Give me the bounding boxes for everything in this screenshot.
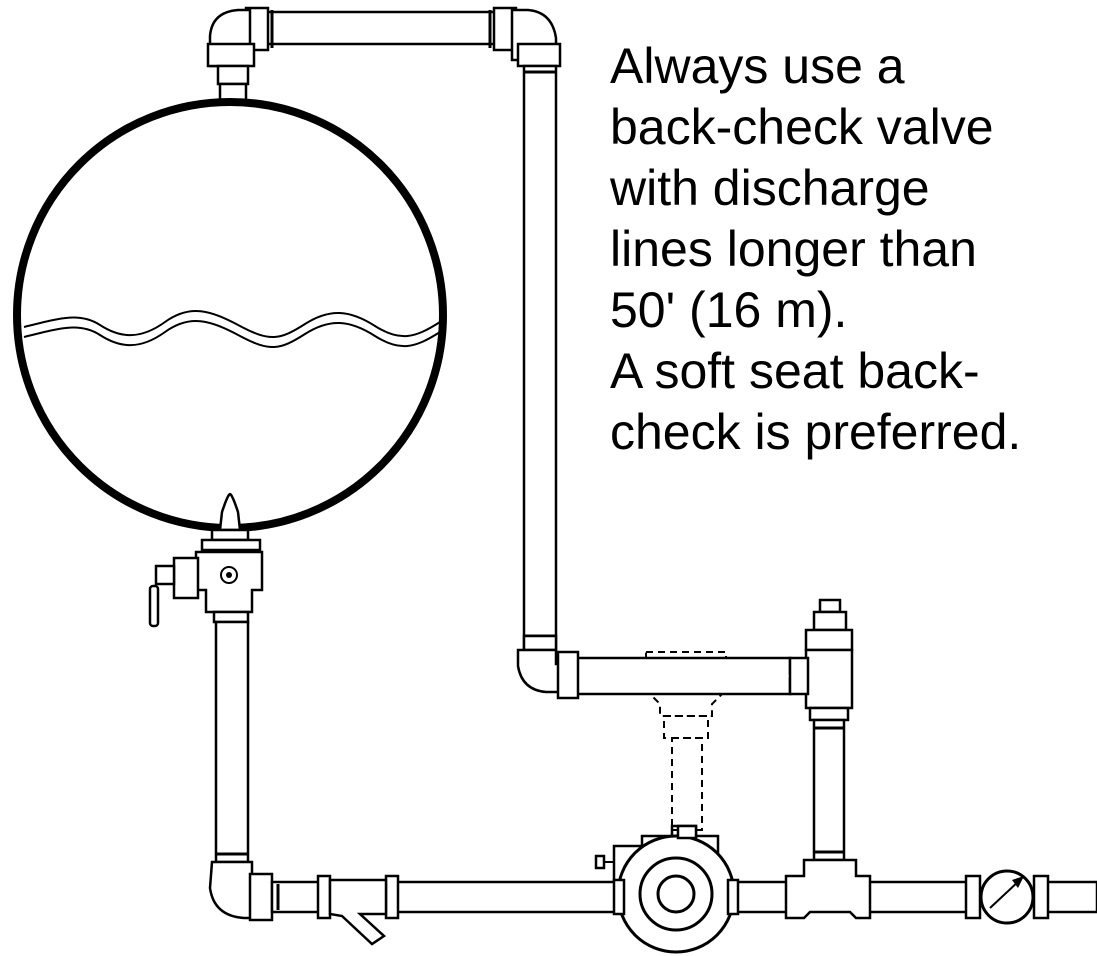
note-line-1: Always use a	[610, 38, 905, 94]
note-line-6: A soft seat back-	[610, 343, 980, 399]
water-level	[23, 310, 441, 339]
tank	[13, 98, 447, 532]
flow-meter	[964, 869, 1050, 925]
discharge-pipe	[574, 656, 792, 696]
tee-dashed	[645, 651, 727, 840]
note-line-4: lines longer than	[610, 221, 977, 277]
y-strainer	[316, 874, 400, 946]
elbow-bottom-left	[208, 860, 274, 922]
note-line-3: with discharge	[610, 160, 930, 216]
top-pipe	[244, 6, 518, 52]
vertical-pipe-left	[214, 620, 250, 864]
tank-bottom-valve	[148, 492, 264, 628]
vertical-pipe-right	[522, 64, 558, 650]
note-line-7: check is preferred.	[610, 404, 1022, 460]
elbow-middle-left	[516, 634, 580, 700]
vertical-pipe-backcheck	[812, 718, 846, 862]
pump	[594, 824, 740, 954]
elbow-top-right	[510, 8, 562, 68]
note-line-2: back-check valve	[610, 99, 994, 155]
instruction-note: Always use a back-check valve with disch…	[610, 36, 1097, 556]
tee-fitting	[784, 858, 872, 920]
note-line-5: 50' (16 m).	[610, 282, 848, 338]
back-check-valve	[788, 598, 854, 722]
